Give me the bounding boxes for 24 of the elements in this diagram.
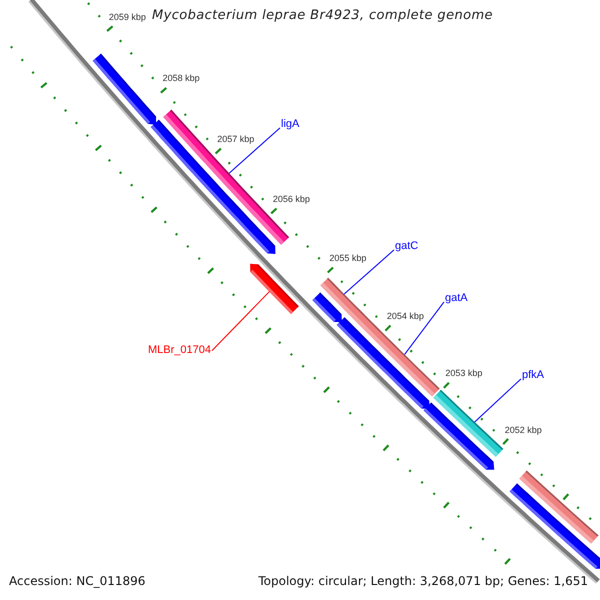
gene-label: ligA	[281, 118, 300, 132]
leader-line	[228, 127, 280, 174]
leader-line	[344, 249, 394, 294]
gene-label: MLBr_01704	[148, 344, 211, 358]
gene-label: pfkA	[522, 369, 544, 382]
tick-label: 2054 kbp	[386, 311, 424, 322]
gene-feature	[250, 264, 299, 314]
footer-text: Accession: NC_011896	[9, 574, 146, 588]
tick-label: 2052 kbp	[504, 424, 542, 436]
leader-line	[212, 291, 270, 352]
gene-label: gatC	[395, 240, 418, 254]
leader-line	[404, 301, 444, 355]
tick-label: 2055 kbp	[329, 253, 366, 264]
tick-label: 2058 kbp	[162, 73, 200, 84]
gene-bar	[320, 278, 440, 396]
tick-label: 2056 kbp	[272, 194, 310, 205]
diagram-title: Mycobacterium leprae Br4923, complete genome	[152, 8, 493, 24]
tick-label: 2059 kbp	[108, 12, 146, 23]
footer-text: Topology: circular; Length: 3,268,071 bp; Genes: 1,651	[258, 574, 588, 588]
gene-bar	[433, 390, 504, 457]
leader-line	[474, 378, 522, 422]
tick-label: 2057 kbp	[217, 134, 254, 146]
gene-label: gatA	[445, 292, 468, 306]
tick-label: 2053 kbp	[445, 368, 482, 380]
